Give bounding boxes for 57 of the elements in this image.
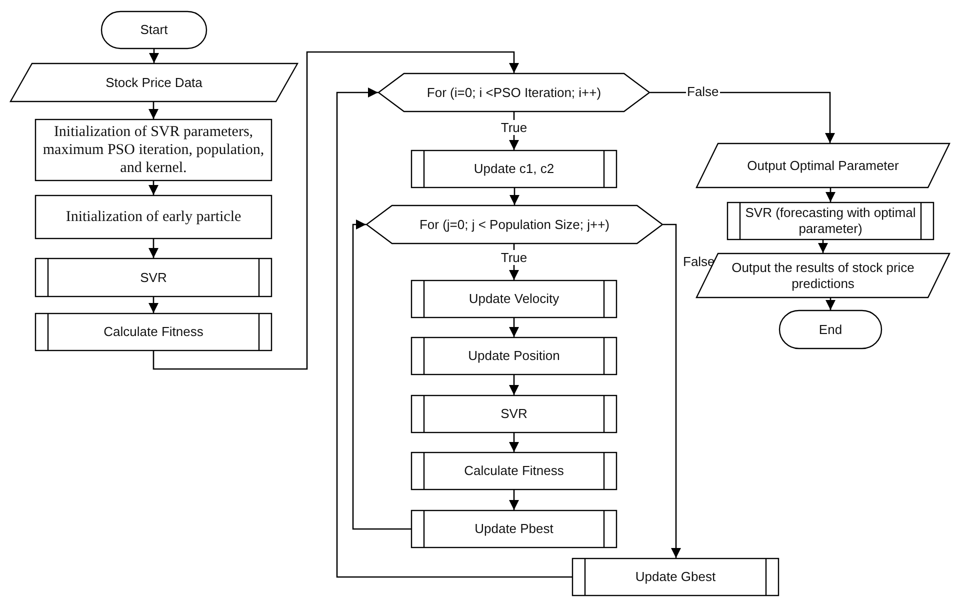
data-parallelogram (10, 63, 298, 102)
node-text: SVR (forecasting with optimal parameter) (744, 205, 917, 237)
edge-label: False (686, 84, 720, 99)
arrow (148, 102, 158, 119)
node-text: SVR (500, 406, 528, 422)
arrow (663, 224, 681, 558)
arrow (509, 375, 519, 395)
arrow (152, 51, 519, 370)
subroutine-box (727, 202, 934, 240)
subroutine-box (411, 280, 617, 318)
arrow (352, 220, 411, 530)
edge-label: True (500, 120, 528, 135)
node-text: Update c1, c2 (474, 161, 554, 177)
node-text: Output the results of stock price predictions (730, 260, 916, 292)
loop-hexagon (366, 205, 663, 244)
arrow (826, 298, 836, 310)
node-text: Update Position (468, 348, 560, 364)
subroutine-box (35, 258, 272, 297)
subroutine-box (411, 337, 617, 375)
arrow (148, 181, 158, 195)
arrow (826, 188, 836, 202)
node-text: Output Optimal Parameter (747, 158, 899, 174)
node-text: Calculate Fitness (104, 324, 204, 340)
node-text: For (i=0; i <PSO Iteration; i++) (426, 84, 602, 100)
subroutine-box (572, 558, 779, 596)
node-text: Update Gbest (635, 569, 716, 585)
terminal-shape (101, 11, 207, 49)
subroutine-box (35, 313, 272, 351)
arrow (148, 239, 158, 258)
node-text: Update Pbest (474, 521, 554, 537)
node-text: Stock Price Data (106, 74, 202, 90)
node-text: Initialization of SVR parameters, maximum PSO iteration, population, and kernel. (42, 123, 266, 177)
arrow (509, 433, 519, 452)
subroutine-box (411, 150, 617, 188)
subroutine-box (411, 510, 617, 548)
node-text: Calculate Fitness (464, 463, 564, 479)
node-text: Start (140, 22, 168, 38)
edge-label: True (500, 250, 528, 265)
subroutine-box (411, 452, 617, 490)
loop-hexagon (378, 73, 650, 112)
process-box (35, 195, 272, 239)
node-text: For (j=0; j < Population Size; j++) (419, 216, 610, 232)
arrow (509, 318, 519, 337)
arrow (149, 49, 159, 63)
arrow (818, 240, 828, 253)
node-text: End (818, 322, 842, 338)
arrow (510, 188, 520, 205)
node-text: Initialization of early particle (66, 208, 242, 226)
arrow (509, 490, 519, 510)
arrow (336, 88, 572, 578)
process-box (35, 119, 272, 181)
data-parallelogram (696, 143, 950, 188)
subroutine-box (411, 395, 617, 433)
arrow (148, 297, 158, 313)
node-text: Update Velocity (468, 291, 560, 307)
node-text: SVR (140, 270, 167, 286)
terminal-shape (779, 310, 882, 349)
